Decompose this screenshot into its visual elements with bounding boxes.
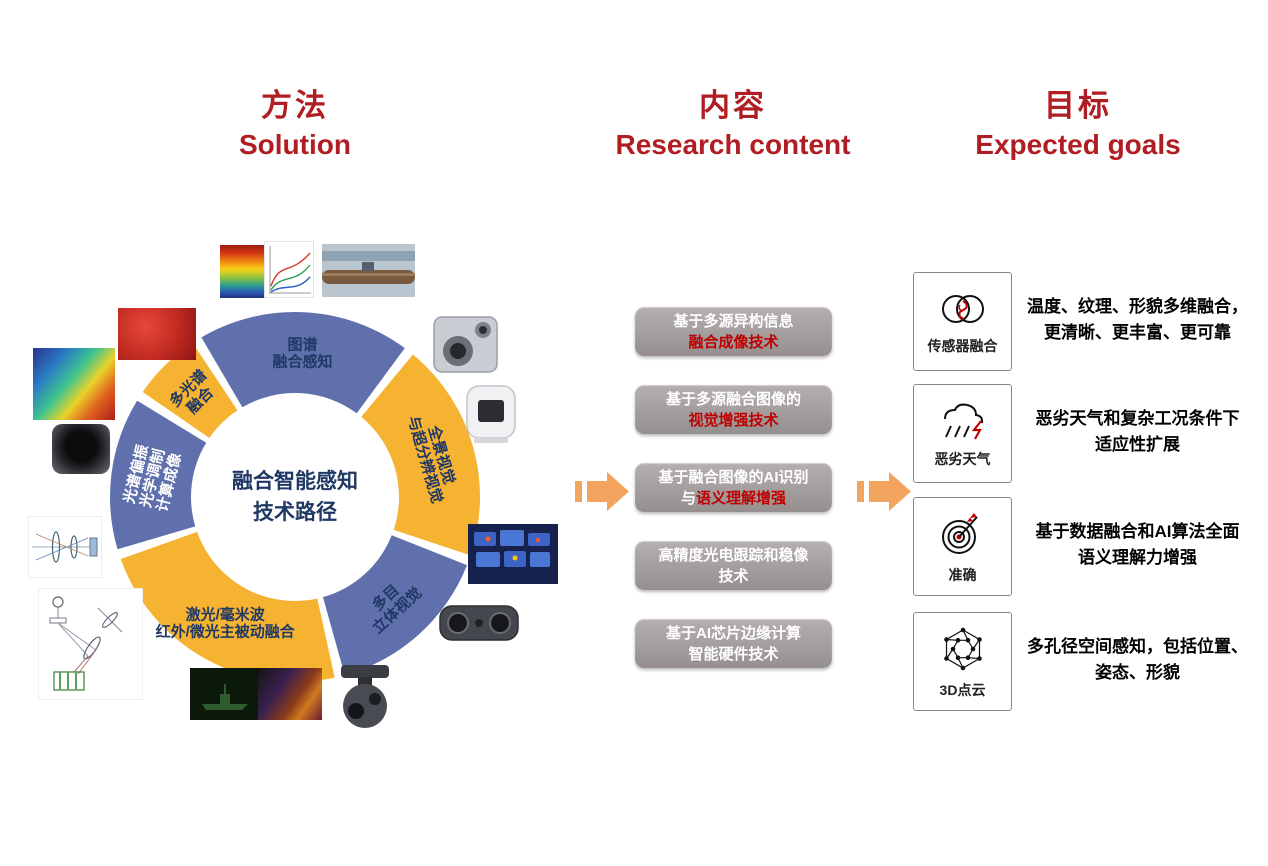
night-vision-icon xyxy=(190,668,260,720)
research-box-line2: 融合成像技术 xyxy=(688,332,778,353)
line2-white: 与 xyxy=(680,489,696,507)
goal-desc-point-cloud: 多孔径空间感知，包括位置、 姿态、形貌 xyxy=(1015,634,1260,687)
spectral-curves-chart-image xyxy=(263,240,315,299)
thermal-detection-image xyxy=(468,524,558,584)
spectrometer-icon xyxy=(37,587,144,701)
goal-desc-line1: 多孔径空间感知，包括位置、 xyxy=(1027,637,1248,656)
accuracy-target-icon xyxy=(941,512,978,554)
research-box-line1: 基于多源融合图像的 xyxy=(665,390,801,408)
goal-label-sensor-fusion: 传感器融合 xyxy=(927,337,998,354)
flow-arrow-2 xyxy=(857,472,911,511)
optical-lens-diagram-image xyxy=(27,515,103,579)
line2-white: 技术 xyxy=(718,567,749,585)
ptz-camera-icon xyxy=(466,385,516,443)
goal-label-accuracy: 准确 xyxy=(948,566,977,583)
donut-segment-label-1: 图谱融合感知 xyxy=(273,336,333,371)
donut-segment-label-5: 光谱偏振光学调制计算成像 xyxy=(120,442,185,515)
goal-box-point-cloud: 3D点云 xyxy=(913,612,1012,711)
header-goals-zh: 目标 xyxy=(1044,88,1112,123)
header-solution-en: Solution xyxy=(239,129,351,160)
goal-box-sensor-fusion: 传感器融合 xyxy=(913,272,1012,371)
line2-red: 语义理解增强 xyxy=(696,489,787,507)
goal-desc-bad-weather: 恶劣天气和复杂工况条件下 适应性扩展 xyxy=(1015,406,1260,459)
donut-segment-6 xyxy=(142,342,238,438)
cube-camera-icon xyxy=(433,316,498,373)
research-box-line1: 基于多源异构信息 xyxy=(673,312,794,330)
goal-label-point-cloud: 3D点云 xyxy=(939,681,986,698)
thermal-color-scene-image xyxy=(258,668,322,720)
ptz-camera-image xyxy=(462,383,520,445)
donut-center-line2: 技术路径 xyxy=(253,501,337,524)
goal-desc-sensor-fusion: 温度、纹理、形貌多维融合， 更清晰、更丰富、更可靠 xyxy=(1015,294,1260,347)
research-box-line2: 技术 xyxy=(718,566,748,587)
camera-lens-image xyxy=(52,424,110,474)
donut-center-line1: 融合智能感知 xyxy=(232,469,358,493)
header-content-en: Research content xyxy=(615,129,851,160)
research-box-edge-computing: 基于AI芯片边缘计算 智能硬件技术 xyxy=(635,619,832,668)
header-goals-en: Expected goals xyxy=(975,129,1181,160)
spectral-curves-icon xyxy=(263,240,315,299)
research-box-tracking-stabilization: 高精度光电跟踪和稳像 技术 xyxy=(635,541,832,590)
donut-segment-2 xyxy=(361,354,480,556)
goal-box-bad-weather: 恶劣天气 xyxy=(913,384,1012,483)
header-content-zh: 内容 xyxy=(699,88,767,123)
flow-arrow-1 xyxy=(575,472,629,511)
multi-lens-cube-camera-image xyxy=(428,312,503,378)
sensor-fusion-icon xyxy=(941,294,984,323)
bad-weather-icon xyxy=(943,403,983,440)
donut-segment-4 xyxy=(120,531,335,682)
goal-label-bad-weather: 恶劣天气 xyxy=(934,450,991,467)
stereo-camera-icon xyxy=(439,605,519,641)
research-box-line1: 高精度光电跟踪和稳像 xyxy=(658,546,809,564)
donut-segment-label-4: 激光/毫米波红外/微光主被动融合 xyxy=(156,605,296,640)
stereo-camera-image xyxy=(438,598,520,648)
goal-desc-line2: 姿态、形貌 xyxy=(1095,663,1180,683)
eo-gimbal-camera-image xyxy=(325,663,405,731)
gimbal-camera-icon xyxy=(341,665,389,728)
optical-diagram-icon xyxy=(27,515,103,579)
strawberries-image xyxy=(118,308,196,360)
goal-desc-line1: 基于数据融合和AI算法全面 xyxy=(1035,522,1240,541)
line2-red: 视觉增强技术 xyxy=(688,411,779,429)
donut-segment-5 xyxy=(110,400,207,550)
research-box-ai-recognition: 基于融合图像的AI识别 与语义理解增强 xyxy=(635,463,832,512)
donut-segment-3 xyxy=(322,535,468,676)
point-cloud-icon xyxy=(943,627,982,670)
research-box-vision-enhancement: 基于多源融合图像的 视觉增强技术 xyxy=(635,385,832,434)
goal-desc-accuracy: 基于数据融合和AI算法全面 语义理解力增强 xyxy=(1015,519,1260,572)
header-solution-zh: 方法 xyxy=(261,88,329,123)
line2-white: 智能硬件技术 xyxy=(688,645,779,663)
solution-donut-diagram: 图谱融合感知全景视觉与超分辨视觉多目立体视觉激光/毫米波红外/微光主被动融合光谱… xyxy=(103,305,487,689)
goal-box-accuracy: 准确 xyxy=(913,497,1012,596)
donut-ring: 图谱融合感知全景视觉与超分辨视觉多目立体视觉激光/毫米波红外/微光主被动融合光谱… xyxy=(110,311,480,682)
research-box-line1: 基于AI芯片边缘计算 xyxy=(665,624,801,642)
header-expected-goals: 目标 Expected goals xyxy=(928,80,1228,161)
pipeline-icon xyxy=(322,244,415,297)
goal-desc-line2: 更清晰、更丰富、更可靠 xyxy=(1044,323,1231,343)
research-box-line2: 与语义理解增强 xyxy=(681,488,786,509)
header-research-content: 内容 Research content xyxy=(583,80,883,161)
line2-red: 融合成像技术 xyxy=(688,333,779,351)
donut-segment-1 xyxy=(201,311,405,414)
spectrometer-diagram-image xyxy=(37,587,144,701)
night-vision-image xyxy=(190,668,260,720)
research-box-fusion-imaging: 基于多源异构信息 融合成像技术 xyxy=(635,307,832,356)
research-box-line1: 基于融合图像的AI识别 xyxy=(658,468,809,486)
research-box-line2: 视觉增强技术 xyxy=(688,410,778,431)
donut-center-label: 融合智能感知 技术路径 xyxy=(103,305,487,689)
goal-desc-line1: 恶劣天气和复杂工况条件下 xyxy=(1035,409,1240,428)
goal-desc-line2: 适应性扩展 xyxy=(1095,435,1180,455)
goal-desc-line1: 温度、纹理、形貌多维融合， xyxy=(1027,297,1248,316)
research-box-line2: 智能硬件技术 xyxy=(688,644,778,665)
pipeline-scene-image xyxy=(322,244,415,297)
goal-desc-line2: 语义理解力增强 xyxy=(1078,548,1197,568)
thermal-map-image xyxy=(33,348,115,420)
header-solution: 方法 Solution xyxy=(145,80,445,161)
thermal-boxes-icon xyxy=(468,524,558,584)
